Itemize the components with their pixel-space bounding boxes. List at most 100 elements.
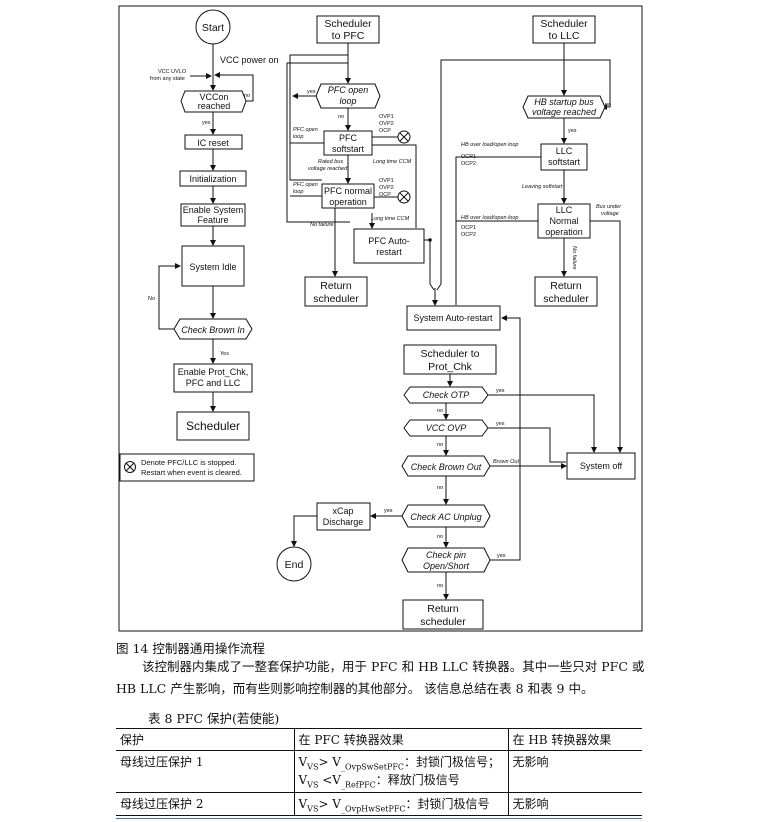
svg-text:yes: yes [497,553,506,559]
svg-text:PFC normal: PFC normal [324,186,372,196]
svg-text:Prot_Chk: Prot_Chk [428,361,473,373]
enable-prot-chk-box: Enable Prot_Chk, PFC and LLC [173,363,253,393]
svg-text:Check AC Unplug: Check AC Unplug [410,512,481,522]
table-cell: VVS> V_OvpHwSetPFC：封锁门极信号 [294,792,509,817]
svg-text:Scheduler: Scheduler [324,18,372,30]
svg-text:Enable System: Enable System [183,205,244,215]
table-cell: 无影响 [508,750,642,793]
svg-text:HB over load/open loop: HB over load/open loop [461,215,518,221]
svg-text:Check pin: Check pin [426,550,466,560]
system-off-box: System off [566,452,636,480]
svg-text:Scheduler to: Scheduler to [421,348,480,360]
svg-text:No failure: No failure [310,222,334,228]
enable-system-feature-box: Enable System Feature [180,203,246,227]
svg-text:no: no [437,408,443,414]
svg-text:PFC open: PFC open [293,182,318,188]
svg-text:VCCon: VCCon [199,92,228,102]
check-brown-in-decision: Check Brown In [173,318,253,340]
pfc-open-loop-decision: PFC open loop [315,83,381,109]
svg-text:PFC: PFC [339,133,358,143]
svg-text:voltage: voltage [601,211,619,217]
svg-text:no: no [437,442,443,448]
svg-text:no: no [338,114,344,120]
svg-text:Bus under: Bus under [596,204,622,210]
svg-text:HB over load/open loop: HB over load/open loop [461,142,518,148]
check-ac-unplug-decision: Check AC Unplug [401,504,491,528]
operation-flowchart: Start VCC power on VCC UVLO from any sta… [118,5,643,632]
start-node: Start [195,9,231,45]
svg-text:reached: reached [198,101,231,111]
svg-text:softstart: softstart [548,157,581,167]
svg-text:to LLC: to LLC [549,30,580,42]
svg-text:Initialization: Initialization [189,174,236,184]
svg-text:Normal: Normal [549,216,578,226]
svg-text:voltage reached: voltage reached [308,166,348,172]
svg-text:Scheduler: Scheduler [186,419,240,433]
return-scheduler-prot-box: Return scheduler [402,599,484,630]
check-brown-out-decision: Check Brown Out [401,455,491,477]
svg-text:operation: operation [329,197,367,207]
hb-startup-decision: HB startup bus voltage reached [522,95,606,119]
svg-text:OVP1: OVP1 [379,178,394,184]
svg-text:restart: restart [376,247,402,257]
svg-text:Leaving softstart: Leaving softstart [522,184,563,190]
svg-text:from any state: from any state [150,76,185,82]
pfc-softstart-box: PFC softstart [323,130,373,156]
svg-text:voltage reached: voltage reached [532,107,597,117]
svg-text:VCC UVLO: VCC UVLO [158,69,187,75]
svg-text:yes: yes [202,120,211,126]
body-paragraph: 该控制器内集成了一整套保护功能，用于 PFC 和 HB LLC 转换器。其中一些… [116,659,645,696]
table-row: 母线过压保护 2 VVS> V_OvpHwSetPFC：封锁门极信号 无影响 [116,792,642,817]
return-scheduler-pfc-box: Return scheduler [304,276,368,307]
svg-text:Return: Return [320,280,352,292]
stop-marker-icon [397,130,411,144]
svg-text:no: no [437,583,443,589]
svg-text:loop: loop [293,134,303,140]
svg-text:PFC Auto-: PFC Auto- [368,236,410,246]
check-otp-decision: Check OTP [403,386,489,404]
page-bottom-rule [116,818,642,819]
table-cell: 母线过压保护 1 [116,750,295,793]
svg-text:PFC open: PFC open [293,127,318,133]
vccon-reached-decision: VCCon reached [180,90,247,113]
svg-text:Scheduler: Scheduler [540,18,588,30]
svg-text:yes: yes [384,508,393,514]
svg-text:IC reset: IC reset [197,138,229,148]
svg-text:to PFC: to PFC [332,30,365,42]
svg-text:Check OTP: Check OTP [423,390,470,400]
end-node: End [276,546,312,582]
svg-text:Start: Start [202,22,224,34]
svg-text:Check Brown In: Check Brown In [181,325,245,335]
xcap-discharge-box: xCap Discharge [316,502,371,531]
legend-box: Denote PFC/LLC is stopped. Restart when … [119,453,255,482]
initialization-box: Initialization [179,170,247,187]
svg-text:Enable Prot_Chk,: Enable Prot_Chk, [178,367,249,377]
svg-text:OVP2: OVP2 [379,121,394,127]
llc-normal-operation-box: LLC Normal operation [537,203,591,239]
table-header: 保护 [116,728,295,751]
svg-text:System Auto-restart: System Auto-restart [413,313,493,323]
svg-text:Discharge: Discharge [323,517,364,527]
svg-text:Long time CCM: Long time CCM [373,159,412,165]
svg-text:no: no [437,534,443,540]
svg-text:no: no [437,485,443,491]
svg-text:Return: Return [427,603,459,615]
svg-text:Brown Out: Brown Out [493,459,519,465]
return-scheduler-llc-box: Return scheduler [534,276,598,307]
diagram-frame [118,5,643,632]
stop-marker-icon [397,190,411,204]
svg-text:No failure: No failure [571,246,577,270]
table-row: 母线过压保护 1 VVS> V_OvpSwSetPFC：封锁门极信号； VVS … [116,750,642,793]
vcc-ovp-decision: VCC OVP [403,419,489,437]
svg-text:OVP2: OVP2 [379,185,394,191]
svg-text:OCP: OCP [379,128,391,134]
ic-reset-box: IC reset [184,134,243,150]
svg-text:System off: System off [580,461,623,471]
table-cell: 母线过压保护 2 [116,792,295,817]
svg-text:OCP: OCP [379,192,391,198]
figure-caption: 图 14 控制器通用操作流程 [116,641,265,656]
svg-text:LLC: LLC [556,146,573,156]
system-idle-box: System Idle [181,245,245,287]
svg-text:Rated bus: Rated bus [318,159,343,165]
table-header-row: 保护 在 PFC 转换器效果 在 HB 转换器效果 [116,728,642,751]
